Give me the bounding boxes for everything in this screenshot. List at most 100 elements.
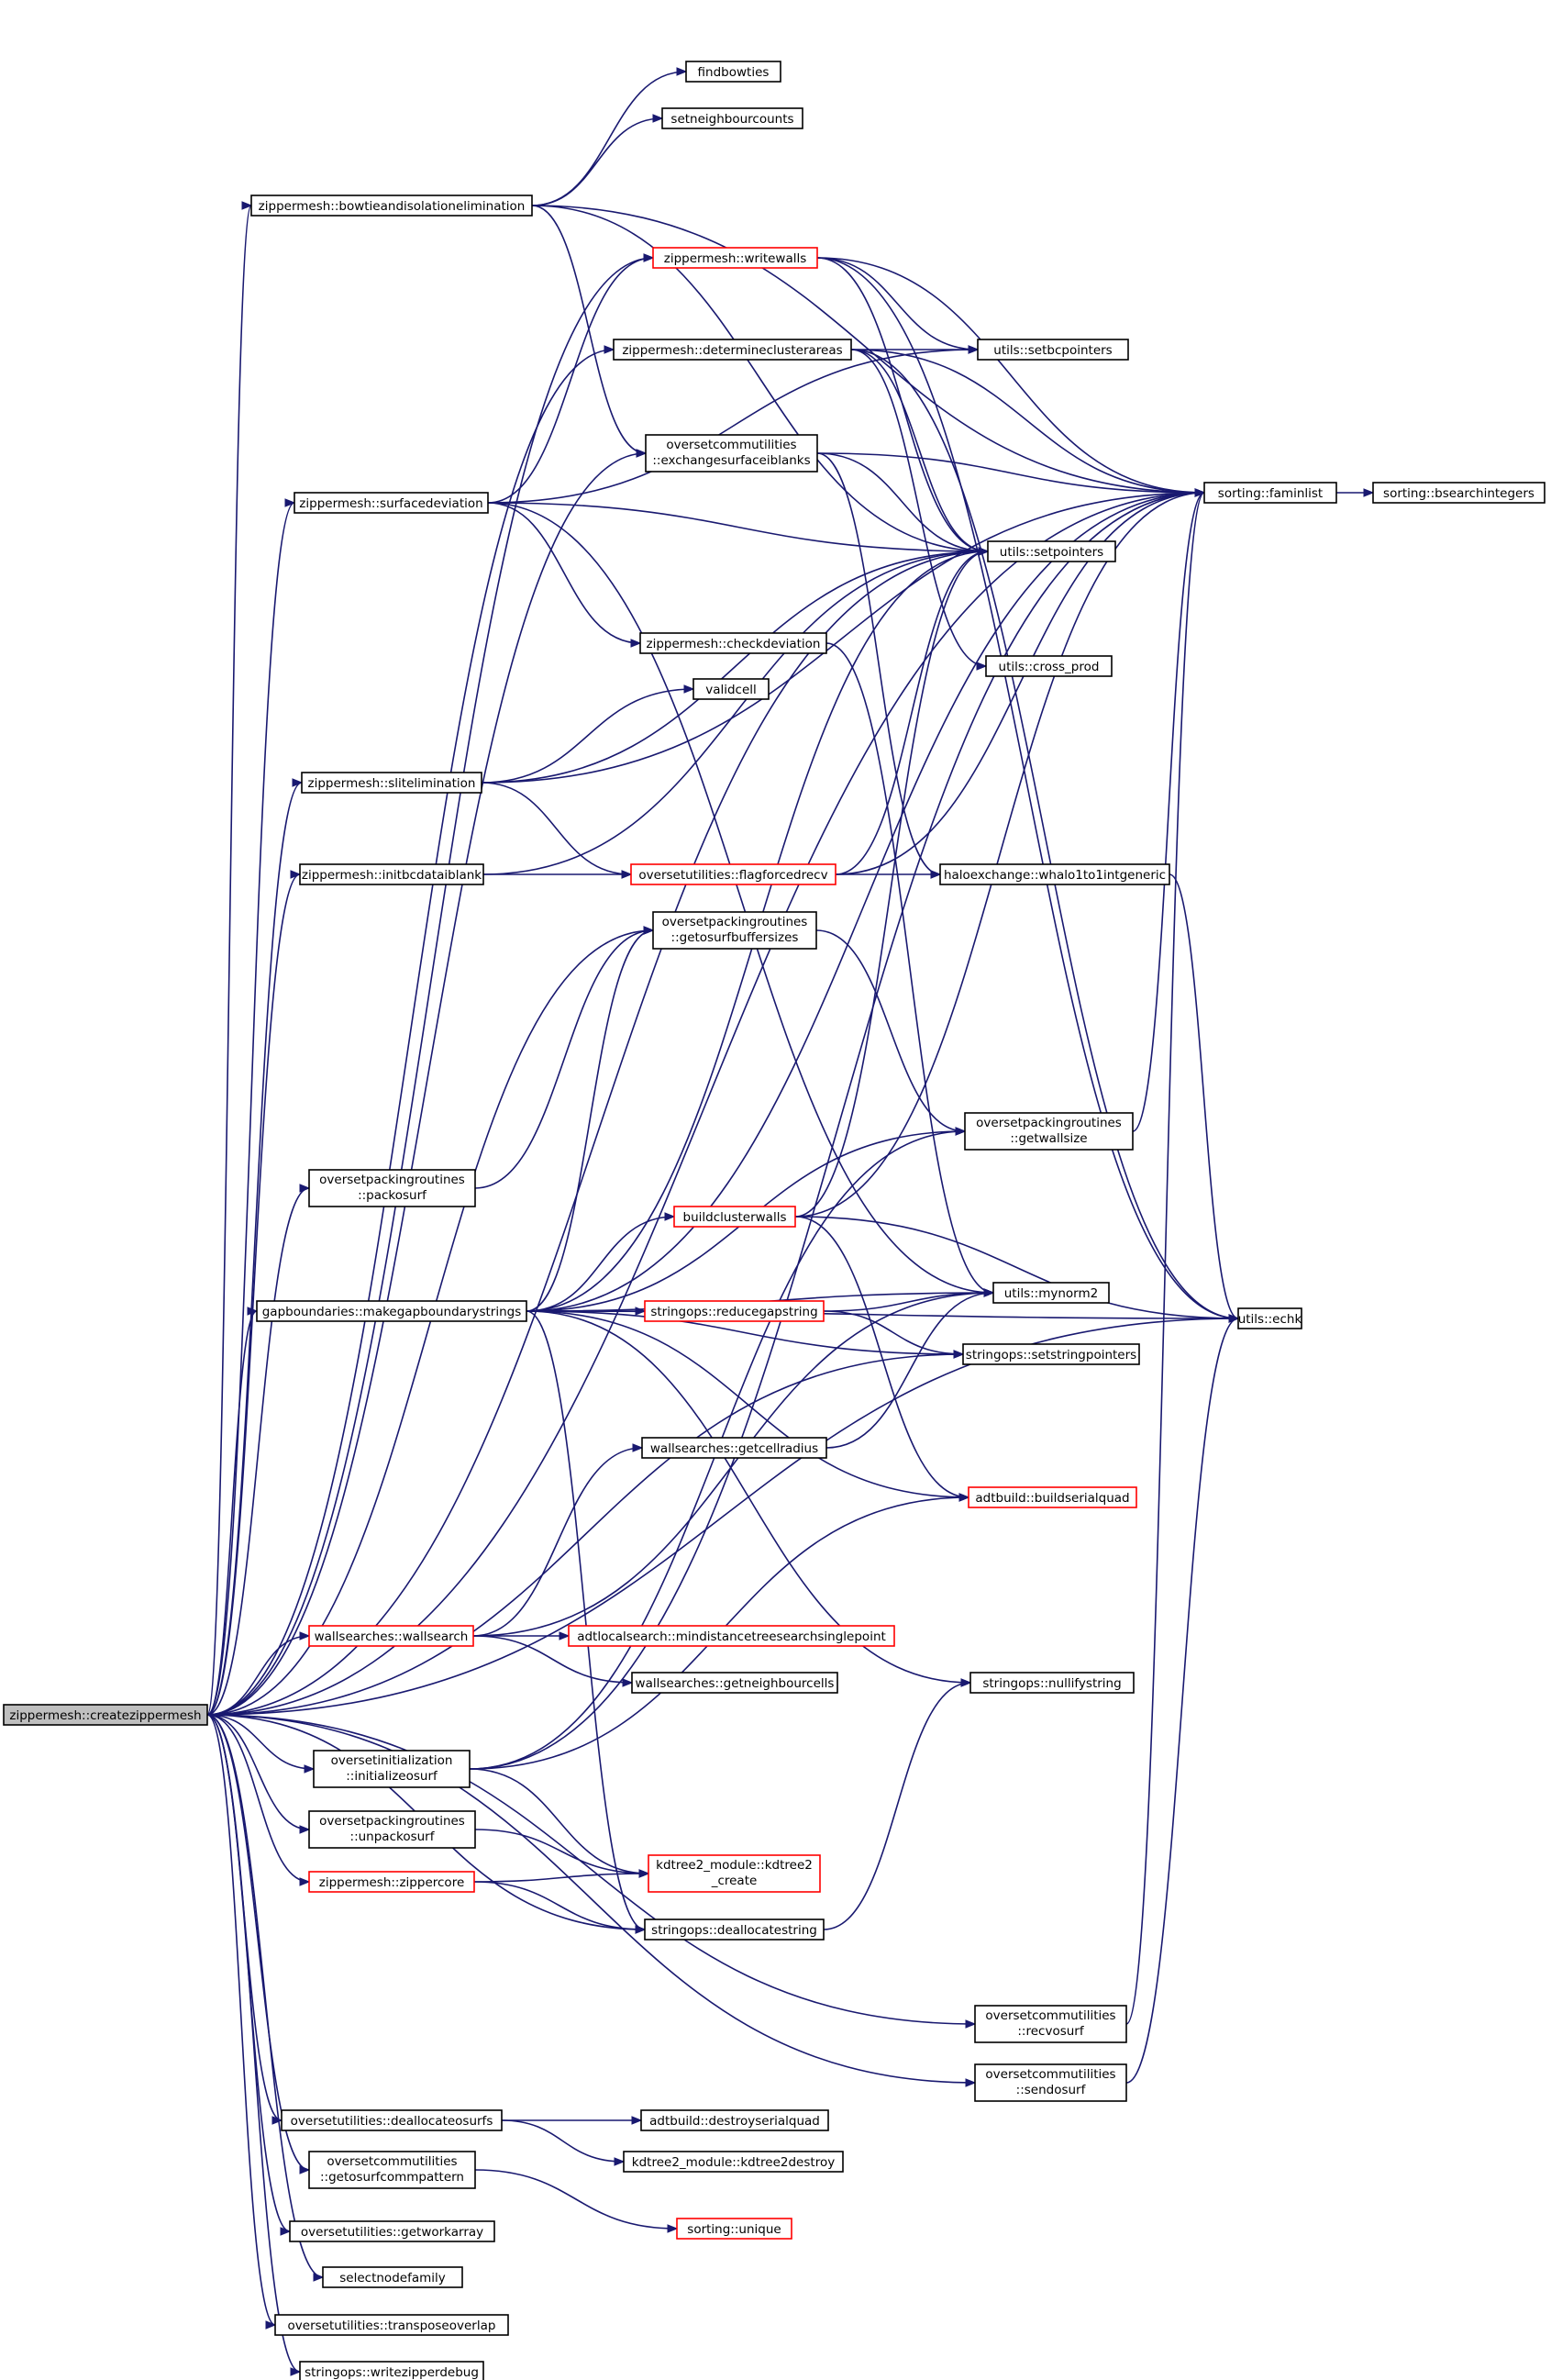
node-label: sorting::bsearchintegers	[1383, 486, 1534, 501]
edge-slitelimination-to-flagforcedrecv	[481, 782, 632, 875]
node-box	[692, 678, 770, 700]
node-selectnodefamily[interactable]: selectnodefamily	[322, 2266, 463, 2288]
edge-checkdeviation-to-mynorm2	[825, 642, 994, 1294]
node-label: zippermesh::createzippermesh	[9, 1708, 201, 1723]
node-getosurfbuffersizes[interactable]: oversetpackingroutines::getosurfbuffersi…	[652, 911, 817, 950]
node-getosurfcommpattern[interactable]: oversetcommutilities::getosurfcommpatter…	[308, 2151, 476, 2189]
edge-createzippermesh-to-initbcdataiblank	[206, 873, 301, 1716]
arrowhead	[1194, 488, 1206, 497]
node-setpointers[interactable]: utils::setpointers	[987, 540, 1116, 562]
node-buildclusterwalls[interactable]: buildclusterwalls	[673, 1206, 796, 1228]
node-box	[644, 1300, 825, 1322]
edge-surfacedeviation-to-mynorm2	[487, 502, 994, 1294]
node-nullifystring[interactable]: stringops::nullifystring	[969, 1672, 1135, 1694]
edge-surfacedeviation-to-checkdeviation	[487, 502, 641, 644]
arrowhead	[1363, 488, 1375, 497]
node-determineclusterareas[interactable]: zippermesh::determineclusterareas	[613, 339, 852, 361]
node-label: oversetcommutilities	[327, 2154, 457, 2169]
node-deallocatestring[interactable]: stringops::deallocatestring	[644, 1918, 825, 1941]
node-destroyserialquad[interactable]: adtbuild::destroyserialquad	[640, 2109, 829, 2131]
node-label: kdtree2_module::kdtree2destroy	[632, 2155, 835, 2170]
node-kdtree2_create[interactable]: kdtree2_module::kdtree2_create	[648, 1854, 821, 1893]
node-packosurf[interactable]: oversetpackingroutines::packosurf	[308, 1169, 476, 1207]
node-validcell[interactable]: validcell	[692, 678, 770, 700]
node-initializeosurf[interactable]: oversetinitialization::initializeosurf	[313, 1750, 471, 1788]
node-faminlist[interactable]: sorting::faminlist	[1203, 482, 1337, 504]
arrowhead	[614, 2157, 626, 2166]
edge-unpackosurf-to-kdtree2_create	[474, 1829, 649, 1874]
node-label: utils::cross_prod	[999, 660, 1100, 674]
node-makegapboundarystrings[interactable]: gapboundaries::makegapboundarystrings	[256, 1300, 527, 1322]
edge-slitelimination-to-faminlist	[481, 492, 1205, 784]
edge-buildclusterwalls-to-faminlist	[794, 492, 1205, 1218]
edge-getosurfbuffersizes-to-getwallsize	[815, 929, 966, 1132]
arrowhead	[559, 1631, 571, 1640]
node-kdtree2destroy[interactable]: kdtree2_module::kdtree2destroy	[623, 2151, 844, 2173]
node-bowtie[interactable]: zippermesh::bowtieandisolationeliminatio…	[250, 195, 533, 217]
node-deallocateosurfs[interactable]: oversetutilities::deallocateosurfs	[281, 2109, 503, 2131]
arrowhead	[976, 662, 988, 671]
node-box	[281, 2109, 503, 2131]
node-mynorm2[interactable]: utils::mynorm2	[992, 1282, 1110, 1304]
node-box	[974, 2005, 1127, 2043]
node-unique[interactable]: sorting::unique	[676, 2218, 792, 2240]
edge-initbcdataiblank-to-setpointers	[482, 551, 989, 875]
node-transposeoverlap[interactable]: oversetutilities::transposeoverlap	[274, 2314, 509, 2336]
edge-wallsearch-to-mynorm2	[472, 1292, 994, 1637]
edge-createzippermesh-to-determineclusterareas	[206, 349, 615, 1716]
node-setneighbourcounts[interactable]: setneighbourcounts	[661, 107, 803, 129]
node-bsearchintegers[interactable]: sorting::bsearchintegers	[1372, 482, 1545, 504]
node-surfacedeviation[interactable]: zippermesh::surfacedeviation	[294, 492, 489, 514]
edge-createzippermesh-to-bowtie	[206, 205, 252, 1716]
arrowhead	[631, 2116, 643, 2125]
node-buildserialquad[interactable]: adtbuild::buildserialquad	[968, 1486, 1137, 1508]
node-recvosurf[interactable]: oversetcommutilities::recvosurf	[974, 2005, 1127, 2043]
node-slitelimination[interactable]: zippermesh::slitelimination	[301, 772, 482, 794]
node-box	[299, 2361, 484, 2380]
node-initbcdataiblank[interactable]: zippermesh::initbcdataiblank	[299, 863, 484, 885]
node-echk[interactable]: utils::echk	[1237, 1307, 1302, 1329]
node-checkdeviation[interactable]: zippermesh::checkdeviation	[639, 632, 827, 654]
node-mindistance[interactable]: adtlocalsearch::mindistancetreesearchsin…	[568, 1625, 895, 1647]
node-setbcpointers[interactable]: utils::setbcpointers	[977, 339, 1129, 361]
node-label: stringops::writezipperdebug	[305, 2365, 479, 2380]
edge-exchangesurfaceiblanks-to-setpointers	[816, 452, 989, 552]
node-writezipperdebug[interactable]: stringops::writezipperdebug	[299, 2361, 484, 2380]
arrowhead	[304, 1764, 316, 1774]
node-label: stringops::deallocatestring	[651, 1923, 817, 1938]
node-writewalls[interactable]: zippermesh::writewalls	[652, 247, 818, 269]
node-exchangesurfaceiblanks[interactable]: oversetcommutilities::exchangesurfaceibl…	[645, 434, 818, 473]
node-label: adtbuild::buildserialquad	[975, 1491, 1129, 1506]
node-whalo1to1intgeneric[interactable]: haloexchange::whalo1to1intgeneric	[939, 863, 1170, 885]
node-box	[308, 1169, 476, 1207]
node-label: oversetcommutilities	[666, 438, 796, 452]
arrowhead	[299, 1877, 311, 1886]
node-box	[985, 655, 1113, 677]
node-findbowties[interactable]: findbowties	[685, 61, 781, 83]
node-getcellradius[interactable]: wallsearches::getcellradius	[641, 1437, 827, 1459]
node-setstringpointers[interactable]: stringops::setstringpointers	[962, 1343, 1140, 1365]
node-zippercore[interactable]: zippermesh::zippercore	[308, 1871, 475, 1893]
edge-makegapboundarystrings-to-buildclusterwalls	[526, 1216, 675, 1312]
node-getwallsize[interactable]: oversetpackingroutines::getwallsize	[964, 1112, 1134, 1151]
node-wallsearch[interactable]: wallsearches::wallsearch	[308, 1625, 474, 1647]
node-box	[987, 540, 1116, 562]
node-flagforcedrecv[interactable]: oversetutilities::flagforcedrecv	[630, 863, 836, 885]
node-createzippermesh[interactable]: zippermesh::createzippermesh	[3, 1704, 208, 1726]
node-box	[623, 2151, 844, 2173]
edge-createzippermesh-to-initializeosurf	[206, 1714, 315, 1770]
edge-recvosurf-to-faminlist	[1125, 492, 1205, 2025]
node-getworkarray[interactable]: oversetutilities::getworkarray	[289, 2220, 495, 2242]
node-getneighbourcells[interactable]: wallsearches::getneighbourcells	[631, 1672, 838, 1694]
arrowhead	[290, 870, 302, 879]
node-unpackosurf[interactable]: oversetpackingroutines::unpackosurf	[308, 1810, 476, 1849]
arrowhead	[632, 1443, 644, 1452]
edge-wallsearch-to-getcellradius	[472, 1447, 643, 1637]
node-box	[969, 1672, 1135, 1694]
node-reducegapstring[interactable]: stringops::reducegapstring	[644, 1300, 825, 1322]
node-cross_prod[interactable]: utils::cross_prod	[985, 655, 1113, 677]
edge-createzippermesh-to-zippercore	[206, 1714, 310, 1883]
node-box	[964, 1112, 1134, 1151]
node-sendosurf[interactable]: oversetcommutilities::sendosurf	[974, 2063, 1127, 2102]
node-label: haloexchange::whalo1to1intgeneric	[944, 868, 1166, 883]
